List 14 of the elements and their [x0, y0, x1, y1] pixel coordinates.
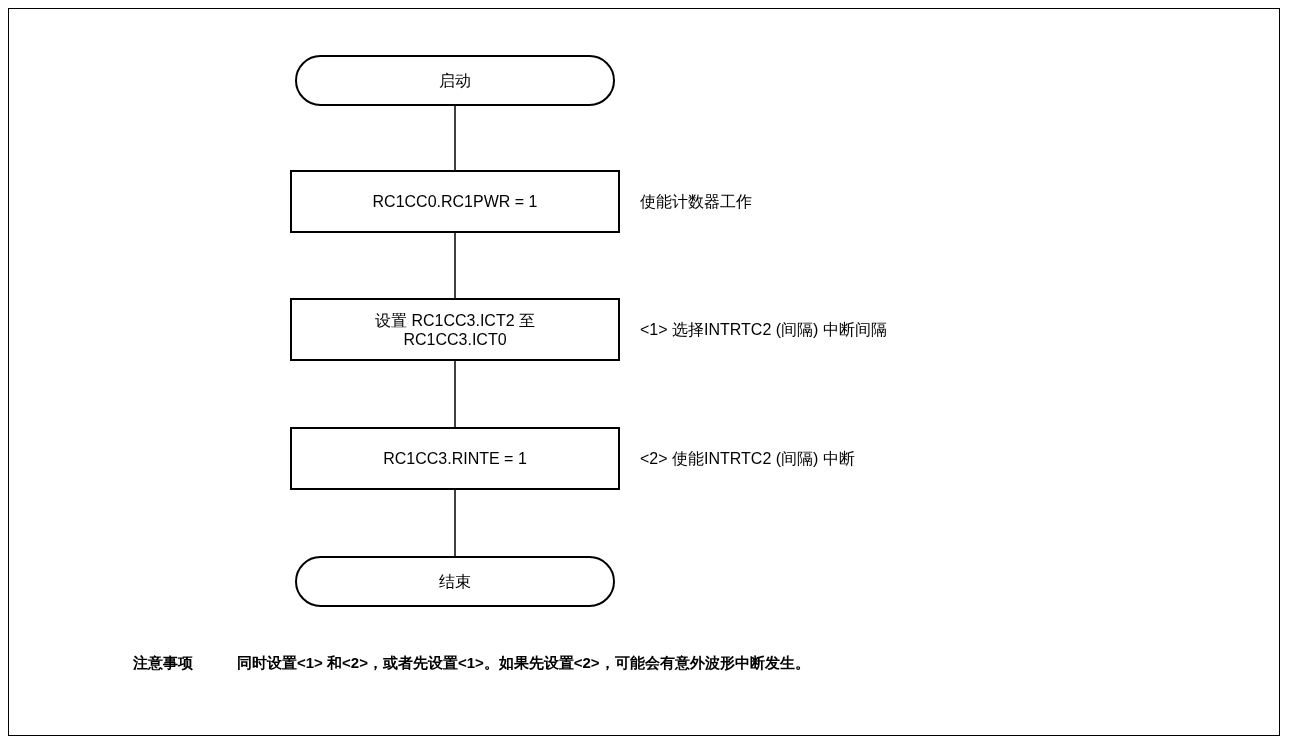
- process-box: 设置 RC1CC3.ICT2 至 RC1CC3.ICT0: [290, 298, 620, 361]
- step-note: 使能计数器工作: [640, 191, 752, 212]
- process-box: RC1CC3.RINTE = 1: [290, 427, 620, 490]
- connector-line: [454, 105, 456, 171]
- terminal-shape: 启动: [295, 55, 615, 106]
- note-heading: 注意事项: [133, 654, 193, 673]
- connector-line: [454, 360, 456, 428]
- connector-line: [454, 232, 456, 299]
- process-box: RC1CC0.RC1PWR = 1: [290, 170, 620, 233]
- step-note: <1> 选择INTRTC2 (间隔) 中断间隔: [640, 319, 887, 340]
- step-note: <2> 使能INTRTC2 (间隔) 中断: [640, 448, 855, 469]
- terminal-shape: 结束: [295, 556, 615, 607]
- connector-line: [454, 489, 456, 557]
- note-text: 同时设置<1> 和<2>，或者先设置<1>。如果先设置<2>，可能会有意外波形中断发生。: [237, 654, 810, 673]
